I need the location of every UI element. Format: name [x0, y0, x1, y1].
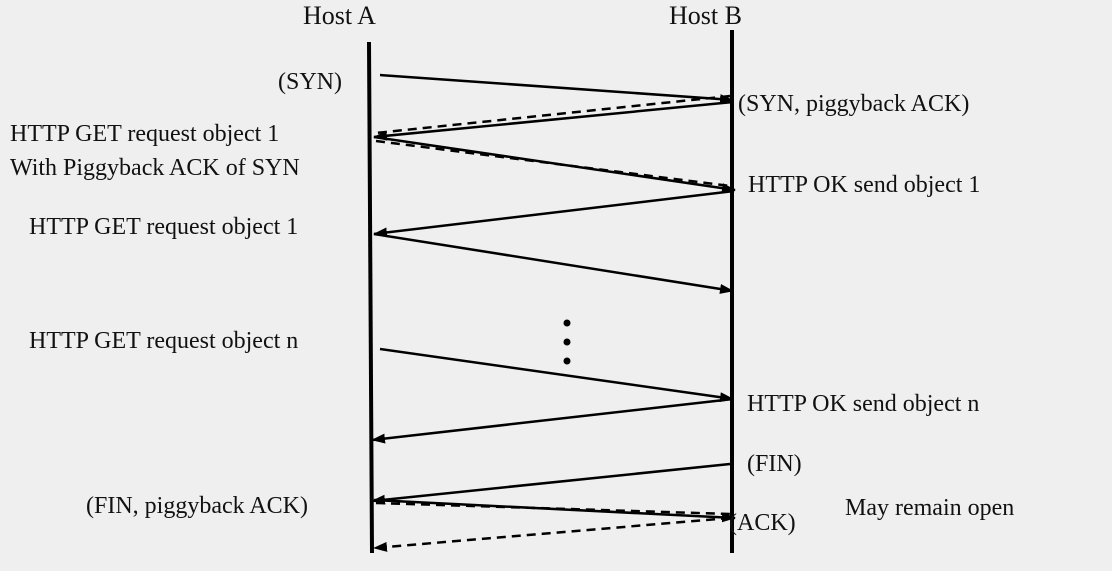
- fin-ack-arrow: [373, 498, 736, 523]
- ok1-label: HTTP OK send object 1: [748, 172, 981, 198]
- final-ack-dashed-arrow: [373, 516, 731, 552]
- get-next-arrow: [373, 232, 734, 294]
- ok1-arrow: [373, 189, 735, 238]
- get1-again-label: HTTP GET request object 1: [29, 214, 299, 240]
- fin-ack-label: (FIN, piggyback ACK): [86, 493, 308, 519]
- ellipsis-dot: [563, 319, 571, 327]
- get1-arrow: [373, 135, 736, 194]
- ellipsis-dot: [563, 338, 571, 346]
- syn-arrow: [379, 73, 734, 105]
- host-a-label: Host A: [303, 1, 376, 30]
- okn-label: HTTP OK send object n: [747, 391, 980, 417]
- fin-arrow: [371, 462, 731, 505]
- get1-label-line1: HTTP GET request object 1: [10, 121, 280, 147]
- get1-label-line2: With Piggyback ACK of SYN: [10, 155, 300, 181]
- host-b-label: Host B: [669, 1, 742, 30]
- syn-ack-label: (SYN, piggyback ACK): [738, 91, 970, 117]
- host-a-lifeline: [367, 41, 374, 554]
- syn-label: (SYN): [278, 69, 342, 95]
- syn-ack-dashed-arrow: [375, 94, 731, 135]
- getn-arrow: [379, 347, 734, 403]
- getn-label: HTTP GET request object n: [29, 328, 299, 354]
- fin-label: (FIN): [747, 451, 802, 477]
- okn-arrow: [371, 397, 734, 444]
- may-remain-open-label: May remain open: [845, 495, 1015, 521]
- ellipsis-dot: [563, 357, 571, 365]
- ack-label: (ACK): [729, 510, 796, 536]
- syn-ack-arrow: [373, 100, 734, 141]
